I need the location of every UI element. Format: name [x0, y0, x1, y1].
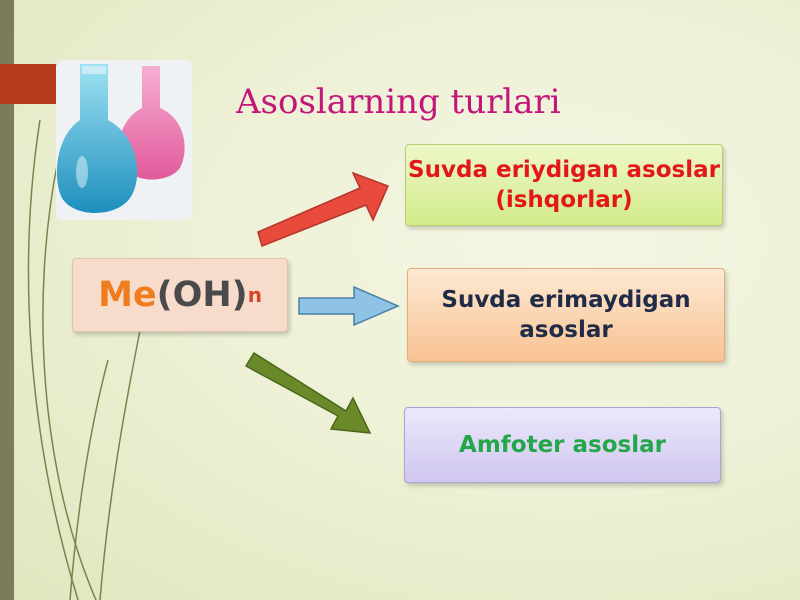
formula-metal: Me: [98, 275, 157, 315]
base-formula-box: Me(OH)n: [72, 258, 288, 332]
slide-left-bar: [0, 0, 14, 600]
formula-index: n: [247, 283, 262, 307]
flask-icon: [56, 60, 192, 220]
amphoteric-bases-label: Amfoter asoslar: [459, 432, 666, 458]
amphoteric-bases-box: Amfoter asoslar: [404, 407, 721, 483]
arrow-down-right: [244, 351, 372, 434]
slide-title: Asoslarning turlari: [236, 82, 561, 122]
soluble-bases-box: Suvda eriydigan asoslar (ishqorlar): [405, 144, 723, 226]
arrow-up-right: [257, 171, 390, 248]
red-accent-band: [0, 64, 60, 104]
insoluble-bases-box: Suvda erimaydigan asoslar: [407, 268, 725, 362]
insoluble-bases-label: Suvda erimaydigan asoslar: [441, 287, 691, 343]
formula-hydroxide: (OH): [156, 275, 248, 315]
soluble-bases-label: Suvda eriydigan asoslar (ishqorlar): [408, 157, 720, 213]
arrow-right: [298, 285, 400, 327]
